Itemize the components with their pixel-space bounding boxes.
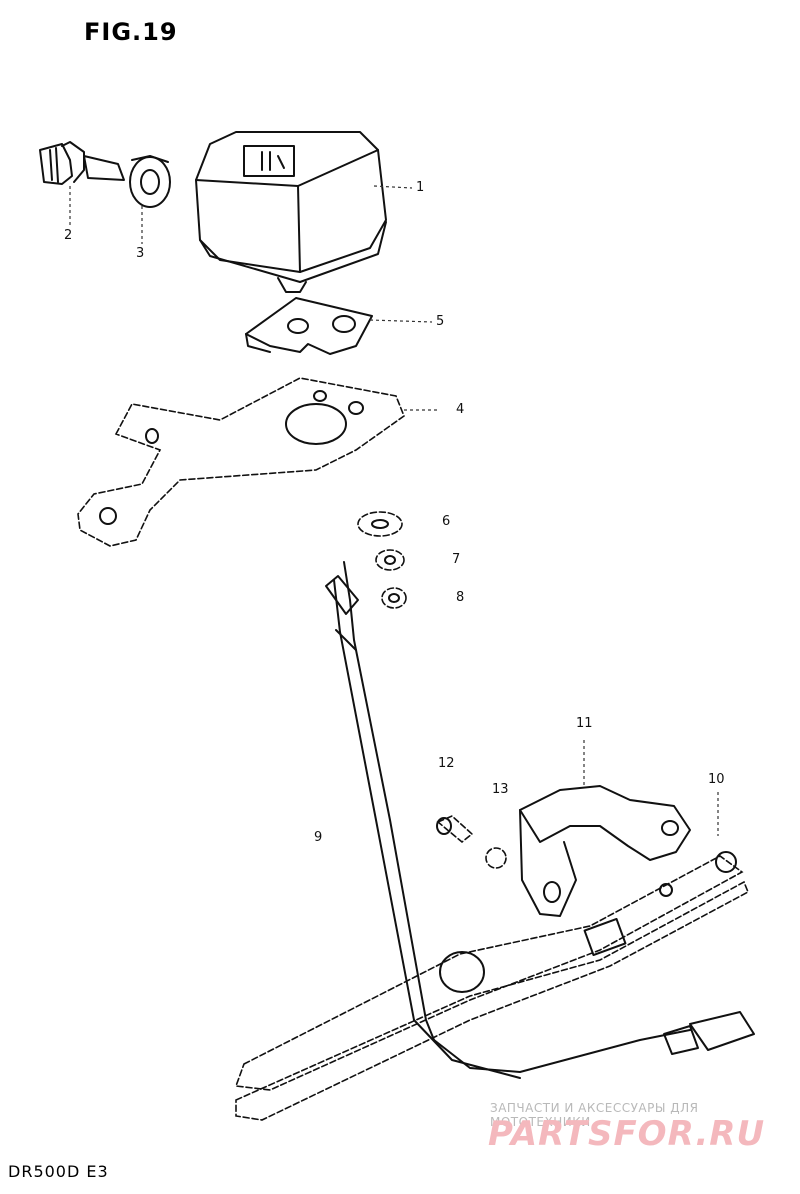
callout-6: 6 bbox=[442, 514, 451, 529]
callout-5: 5 bbox=[436, 314, 445, 329]
model-code: DR500D E3 bbox=[8, 1162, 109, 1181]
part-11-clamp bbox=[519, 785, 691, 917]
callout-8: 8 bbox=[456, 590, 465, 605]
part-4-bracket bbox=[77, 377, 405, 547]
callout-10: 10 bbox=[708, 772, 725, 787]
callout-9: 9 bbox=[314, 830, 323, 845]
part-9-lead bbox=[325, 561, 755, 1079]
leader-lines bbox=[69, 185, 719, 836]
part-5-plate bbox=[245, 297, 373, 355]
part-1-unit-box bbox=[195, 131, 387, 293]
callout-3: 3 bbox=[136, 246, 145, 261]
watermark-logo: PARTSFOR.RU bbox=[488, 1114, 766, 1154]
part-7-lock-washer bbox=[375, 549, 405, 571]
callout-1: 1 bbox=[416, 180, 425, 195]
callout-12: 12 bbox=[438, 756, 455, 771]
figure-title: FIG.19 bbox=[84, 18, 178, 46]
callout-2: 2 bbox=[64, 228, 73, 243]
callout-4: 4 bbox=[456, 402, 465, 417]
part-8-nut bbox=[381, 587, 407, 609]
watermark-tagline: ЗАПЧАСТИ И АКСЕССУАРЫ ДЛЯ МОТОТЕХНИКИ bbox=[490, 1101, 699, 1129]
part-6-washer bbox=[357, 511, 403, 537]
callout-11: 11 bbox=[576, 716, 593, 731]
part-3-grommet bbox=[129, 155, 171, 208]
frame-section bbox=[234, 851, 750, 1121]
callout-7: 7 bbox=[452, 552, 461, 567]
part-13-washer bbox=[485, 847, 507, 869]
part-2-connector bbox=[39, 141, 125, 185]
part-12-collar bbox=[436, 815, 474, 844]
callout-13: 13 bbox=[492, 782, 509, 797]
